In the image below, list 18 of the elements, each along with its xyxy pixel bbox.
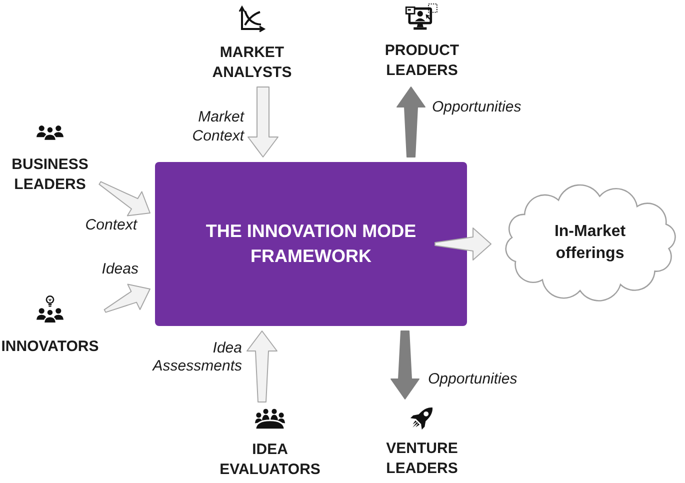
role-label: PRODUCT LEADERS [384, 41, 460, 80]
framework-box [155, 162, 467, 326]
block-arrow [396, 86, 426, 158]
block-arrow [390, 330, 420, 400]
block-arrow [248, 86, 278, 158]
role-label: BUSINESS LEADERS [10, 155, 90, 194]
role-label: VENTURE LEADERS [385, 439, 459, 478]
role-label: MARKET ANALYSTS [211, 43, 293, 82]
block-arrow [434, 228, 492, 260]
block-arrow [104, 284, 150, 313]
role-label: INNOVATORS [1, 337, 99, 356]
framework-title: THE INNOVATION MODE FRAMEWORK [204, 220, 418, 268]
offering-label: In-Market offerings [553, 222, 627, 264]
edge-label: Opportunities [427, 370, 518, 390]
block-arrow [246, 330, 278, 402]
edge-label: Opportunities [431, 98, 522, 118]
block-arrow [98, 181, 150, 216]
role-label: IDEA EVALUATORS [218, 440, 322, 479]
